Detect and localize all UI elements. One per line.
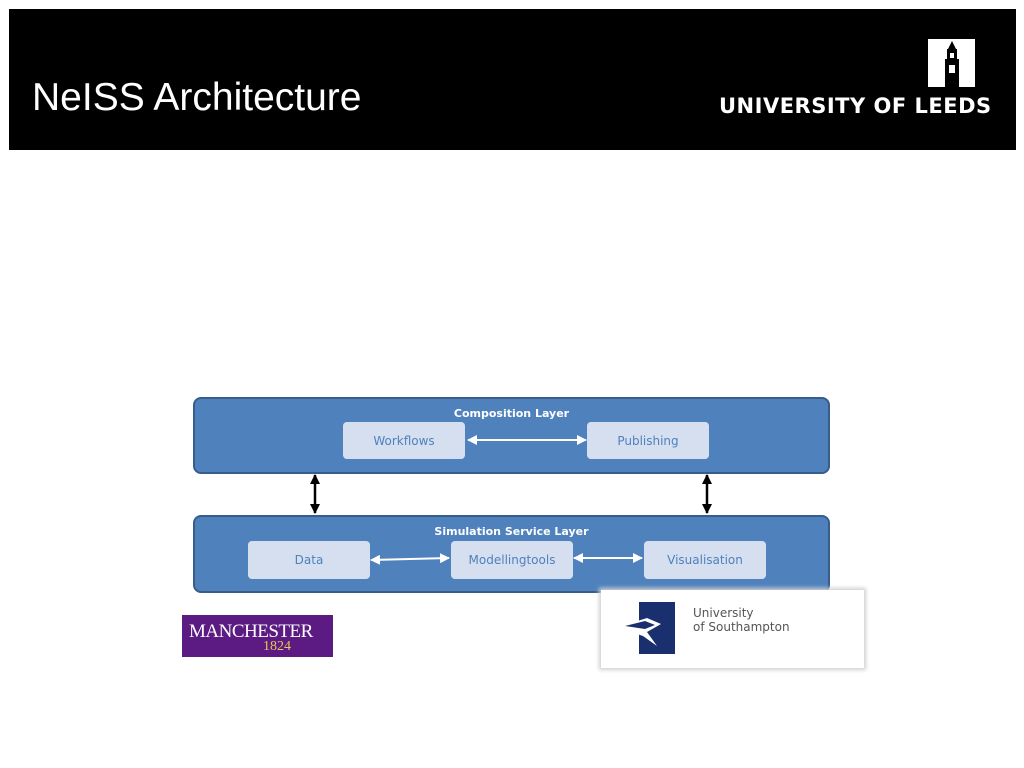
leeds-tower-icon [928,39,975,87]
southampton-crest-icon [621,602,675,654]
header-bar [9,9,1016,150]
publishing-box: Publishing [587,422,709,459]
simulation-layer-title: Simulation Service Layer [434,525,589,538]
data-box: Data [248,541,370,579]
simulation-service-layer: Simulation Service Layer Data Modellingt… [193,515,830,593]
manchester-logo-name: MANCHESTER [189,621,313,642]
institution-name: UNIVERSITY OF LEEDS [719,94,992,118]
visualisation-box: Visualisation [644,541,766,579]
manchester-logo-year: 1824 [263,639,291,654]
southampton-line1: University [693,606,754,620]
southampton-logo-text: University of Southampton [693,606,790,634]
southampton-line2: of Southampton [693,620,790,634]
workflows-box: Workflows [343,422,465,459]
modelling-tools-box: Modellingtools [451,541,573,579]
composition-layer: Composition Layer Workflows Publishing [193,397,830,474]
manchester-logo: MANCHESTER 1824 [182,615,333,657]
slide-title: NeISS Architecture [32,76,362,119]
southampton-logo: University of Southampton [601,590,864,668]
composition-layer-title: Composition Layer [453,407,570,420]
